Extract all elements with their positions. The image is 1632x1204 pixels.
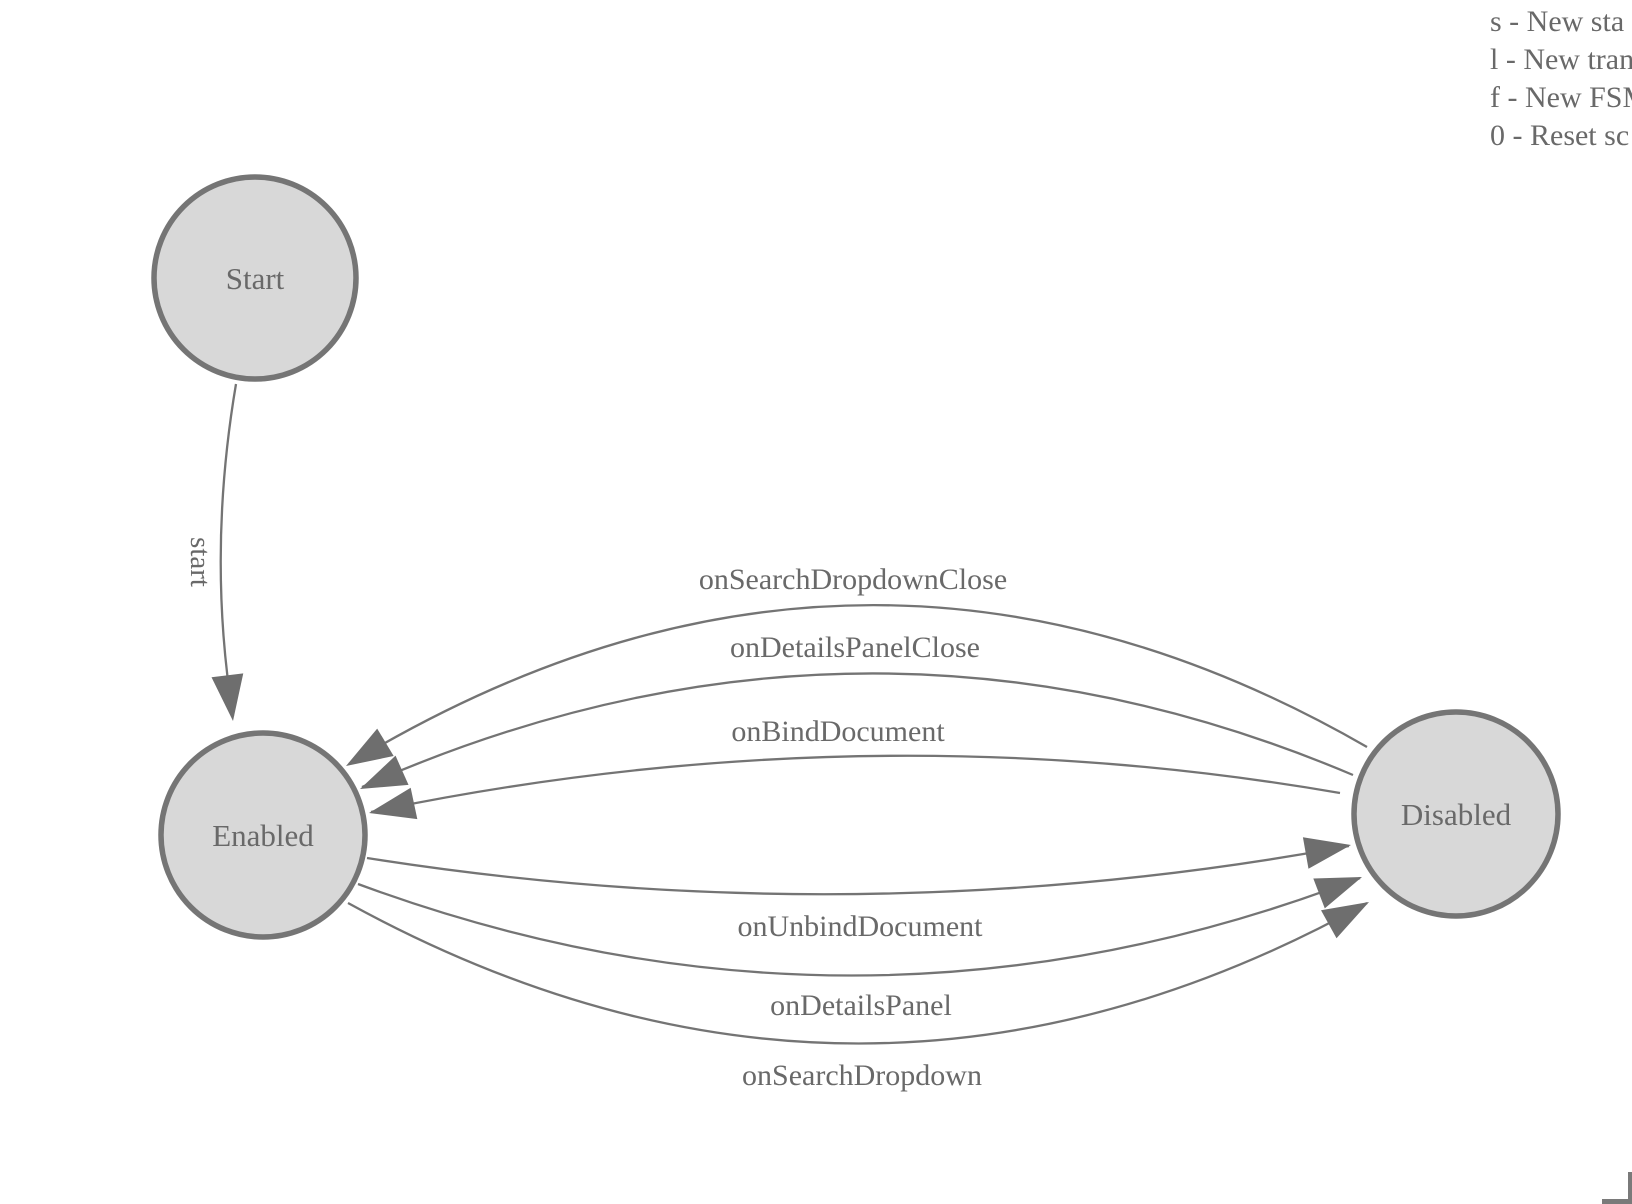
transition-on-details-panel-close[interactable]: onDetailsPanelClose xyxy=(353,631,1354,804)
arrowhead-on-details-panel[interactable] xyxy=(1313,862,1367,909)
transition-line-on-details-panel-close[interactable] xyxy=(361,672,1354,789)
state-node-disabled[interactable]: Disabled xyxy=(1351,709,1561,919)
transition-line-start[interactable] xyxy=(219,383,238,717)
transition-label-on-search-dropdown-close: onSearchDropdownClose xyxy=(699,563,1007,596)
state-label-disabled: Disabled xyxy=(1401,797,1512,832)
state-node-start[interactable]: Start xyxy=(151,174,359,382)
legend-line-reset: 0 - Reset sc xyxy=(1490,119,1630,152)
transition-label-on-details-panel: onDetailsPanel xyxy=(770,989,952,1022)
state-circle-start[interactable] xyxy=(151,174,359,382)
arrowhead-start[interactable] xyxy=(211,673,249,723)
state-circle-enabled[interactable] xyxy=(158,730,368,940)
transition-on-search-dropdown-close[interactable]: onSearchDropdownClose xyxy=(338,563,1368,780)
transition-line-on-bind-document[interactable] xyxy=(370,754,1341,814)
legend-line-new-state: s - New sta xyxy=(1490,5,1625,38)
transition-line-on-search-dropdown-close[interactable] xyxy=(348,604,1368,765)
transition-label-on-details-panel-close: onDetailsPanelClose xyxy=(730,631,980,664)
state-circle-disabled[interactable] xyxy=(1351,709,1561,919)
arrowhead-on-search-dropdown-close[interactable] xyxy=(338,728,394,780)
transition-label-start: start xyxy=(184,537,216,587)
transition-start[interactable]: start xyxy=(184,383,249,723)
transition-line-on-details-panel[interactable] xyxy=(357,876,1361,977)
arrowhead-on-bind-document[interactable] xyxy=(366,787,418,829)
legend-line-new-fsm: f - New FSM xyxy=(1490,81,1632,114)
transition-label-on-unbind-document: onUnbindDocument xyxy=(738,910,984,943)
transition-on-unbind-document[interactable]: onUnbindDocument xyxy=(366,829,1354,943)
arrowhead-on-search-dropdown[interactable] xyxy=(1321,888,1377,939)
state-label-start: Start xyxy=(226,261,285,296)
transition-label-on-bind-document: onBindDocument xyxy=(731,715,945,748)
transition-on-search-dropdown[interactable]: onSearchDropdown xyxy=(347,888,1377,1092)
state-node-enabled[interactable]: Enabled xyxy=(158,730,368,940)
corner-frame-fragment xyxy=(1602,1172,1632,1204)
arrowhead-on-unbind-document[interactable] xyxy=(1302,829,1354,869)
hotkeys-legend: s - New sta l - New tran f - New FSM 0 -… xyxy=(1490,3,1632,155)
transition-line-on-unbind-document[interactable] xyxy=(366,844,1350,896)
transition-label-on-search-dropdown: onSearchDropdown xyxy=(742,1059,982,1092)
legend-line-new-transition: l - New tran xyxy=(1490,43,1632,76)
state-label-enabled: Enabled xyxy=(212,818,314,853)
transition-on-bind-document[interactable]: onBindDocument xyxy=(366,715,1341,829)
transition-line-on-search-dropdown[interactable] xyxy=(347,901,1368,1045)
transition-on-details-panel[interactable]: onDetailsPanel xyxy=(357,862,1368,1022)
arrowhead-on-details-panel-close[interactable] xyxy=(353,755,409,804)
